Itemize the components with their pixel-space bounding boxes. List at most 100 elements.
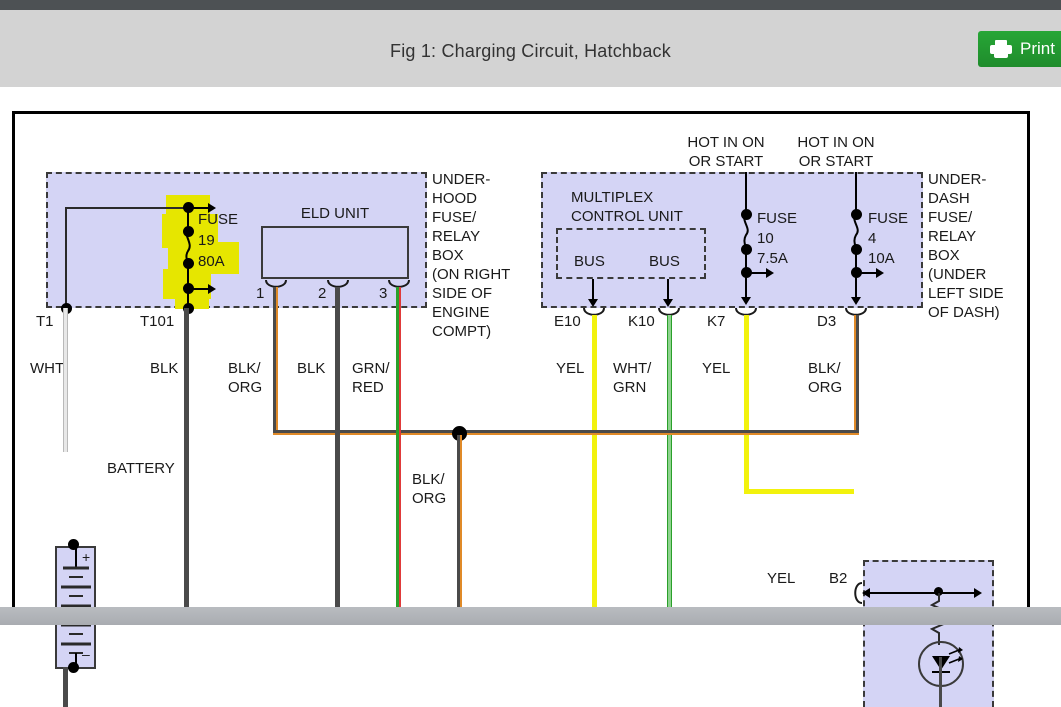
- terminal-label-k10: K10: [628, 313, 655, 330]
- underdash-box-label: UNDER- DASH FUSE/ RELAY BOX (UNDER LEFT …: [928, 171, 1004, 321]
- fuse-19-arrow-top-icon: [188, 203, 216, 213]
- multiplex-bus-label-1: BUS: [574, 253, 605, 270]
- fuse-4-number: 4: [868, 230, 877, 247]
- connector-k10-icon: [658, 307, 680, 316]
- wire-label-blkorg-1: BLK/ ORG: [228, 360, 263, 396]
- wire-label-yel-1: YEL: [556, 360, 585, 377]
- bus-2-arrow-icon: [663, 279, 673, 307]
- diagram-canvas: UNDER- HOOD FUSE/ RELAY BOX (ON RIGHT SI…: [0, 87, 1061, 707]
- wire-d3-blkorg-horz: [460, 430, 859, 435]
- fuse-19-spine-top: [187, 207, 189, 231]
- underhood-box-label: UNDER- HOOD FUSE/ RELAY BOX (ON RIGHT SI…: [432, 171, 511, 340]
- wire-k7-yel-horz: [744, 489, 854, 494]
- indicator-wire-label: YEL: [767, 570, 796, 587]
- eld-pin-3-label: 3: [379, 285, 388, 302]
- t1-internal-wire-horz: [65, 207, 189, 209]
- wire-label-blkorg-2: BLK/ ORG: [808, 360, 843, 396]
- fuse-10-name: FUSE: [757, 210, 798, 227]
- wire-t101-blk: [184, 308, 189, 607]
- wire-k10-whtgrn: [667, 315, 672, 607]
- fuse-19-dot-3: [183, 258, 194, 269]
- eld-pin-1-label: 1: [256, 285, 265, 302]
- connector-e10-icon: [583, 307, 605, 316]
- fuse-4-feed-wire: [855, 172, 857, 210]
- multiplex-bus-label-2: BUS: [649, 253, 680, 270]
- fuse-19-name: FUSE: [198, 211, 239, 228]
- wire-t1-wht: [63, 308, 68, 452]
- wire-label-blk: BLK: [150, 360, 179, 377]
- fuse-4-arrow-icon: [856, 268, 884, 278]
- battery-label: BATTERY: [107, 460, 175, 477]
- fuse-4-dot-top: [851, 209, 862, 220]
- terminal-label-t101: T101: [140, 313, 175, 330]
- fuse-4-name: FUSE: [868, 210, 909, 227]
- wire-label-blk-2: BLK: [297, 360, 326, 377]
- t1-internal-wire-vert: [65, 207, 67, 309]
- eld-pin-3-connector-icon: [388, 279, 410, 288]
- battery-minus-sign: –: [82, 646, 90, 662]
- hot-label-2: HOT IN ON OR START: [797, 134, 875, 170]
- wire-junction-branch: [457, 435, 462, 607]
- connector-b2-icon: [854, 582, 863, 604]
- printer-icon: [990, 39, 1012, 59]
- wire-led-ground: [939, 657, 942, 707]
- hot-label-1: HOT IN ON OR START: [687, 134, 765, 170]
- fuse-10-dot-top: [741, 209, 752, 220]
- eld-pin-1-connector-icon: [265, 279, 287, 288]
- battery-plus-sign: +: [82, 549, 91, 565]
- wire-label-whtgrn: WHT/ GRN: [613, 360, 652, 396]
- fuse-19-arrow-bottom-icon: [188, 284, 216, 294]
- terminal-label-d3: D3: [817, 313, 837, 330]
- fuse-4-rating: 10A: [868, 250, 895, 267]
- wire-battery-ground: [63, 667, 68, 707]
- wire-label-yel-2: YEL: [702, 360, 731, 377]
- wire-e10-yel: [592, 315, 597, 607]
- multiplex-inner-box: [556, 228, 706, 279]
- print-button[interactable]: Print: [978, 31, 1061, 67]
- terminal-label-t1: T1: [36, 313, 54, 330]
- wire-eld2-blk: [335, 287, 340, 607]
- junction-wire-label: BLK/ ORG: [412, 471, 447, 507]
- multiplex-control-unit-title: MULTIPLEX CONTROL UNIT: [571, 189, 683, 225]
- fuse-4-out-arrow-icon: [851, 277, 861, 305]
- bus-1-arrow-icon: [588, 279, 598, 307]
- eld-pin-2-connector-icon: [327, 279, 349, 288]
- wire-k7-yel-vert: [744, 315, 749, 494]
- wire-label-grnred: GRN/ RED: [352, 360, 390, 396]
- fuse-19-highlight-c: [168, 242, 239, 274]
- wire-eld1-blkorg-horz: [273, 430, 460, 435]
- fuse-4-dot-mid: [851, 244, 862, 255]
- indicator-terminal-b2: B2: [829, 570, 848, 587]
- fuse-19-number: 19: [198, 232, 215, 249]
- connector-k7-icon: [735, 307, 757, 316]
- wire-eld3-grnred: [396, 287, 401, 607]
- fuse-10-number: 10: [757, 230, 774, 247]
- print-button-label: Print: [1020, 39, 1055, 58]
- fuse-10-arrow-icon: [746, 268, 774, 278]
- terminal-label-k7: K7: [707, 313, 726, 330]
- fuse-10-rating: 7.5A: [757, 250, 788, 267]
- page-header: Fig 1: Charging Circuit, Hatchback Print: [0, 10, 1061, 87]
- connector-d3-icon: [845, 307, 867, 316]
- indicator-tap-dot: [934, 587, 943, 596]
- wire-label-wht: WHT: [30, 360, 65, 377]
- eld-pin-2-label: 2: [318, 285, 327, 302]
- fuse-10-dot-mid: [741, 244, 752, 255]
- wire-eld1-blkorg-vert: [273, 287, 278, 433]
- diagram-frame: [12, 111, 1030, 607]
- fuse-10-out-arrow-icon: [741, 277, 751, 305]
- indicator-bus-arrows-icon: [862, 588, 982, 598]
- junction-dot: [452, 426, 467, 441]
- fuse-4-spine-bottom: [855, 249, 857, 277]
- bottom-scrollbar[interactable]: [0, 607, 1061, 625]
- page-title: Fig 1: Charging Circuit, Hatchback: [390, 41, 671, 61]
- fuse-19-dot-2: [183, 226, 194, 237]
- fuse-10-spine-bottom: [745, 249, 747, 277]
- battery-positive-node: [68, 539, 79, 550]
- fuse-19-rating: 80A: [198, 253, 225, 270]
- fuse-10-feed-wire: [745, 172, 747, 210]
- wire-d3-blkorg-vert: [854, 315, 859, 435]
- window-top-bar: [0, 0, 1061, 10]
- eld-unit-title: ELD UNIT: [300, 205, 370, 222]
- terminal-label-e10: E10: [554, 313, 581, 330]
